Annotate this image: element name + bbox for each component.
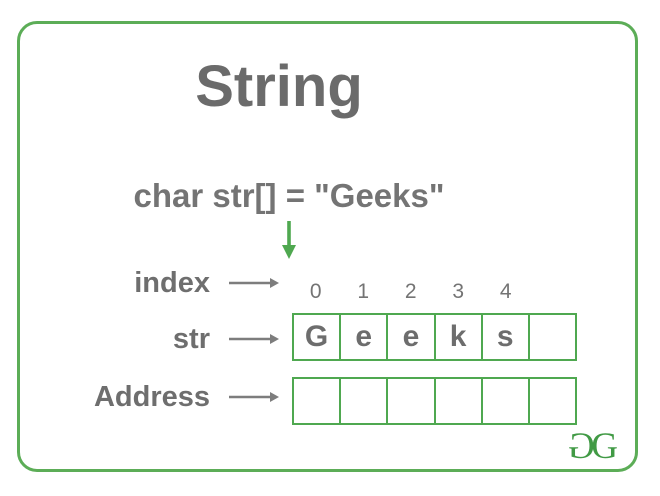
logo-left-g: G — [567, 426, 595, 467]
address-cell — [294, 379, 342, 423]
index-value: 2 — [404, 280, 417, 303]
address-cell — [530, 379, 575, 423]
index-value — [530, 280, 578, 304]
str-cell: k — [436, 315, 483, 359]
index-value: 0 — [309, 280, 322, 303]
str-cell: G — [294, 315, 342, 359]
address-cell — [436, 379, 483, 423]
index-value: 1 — [357, 280, 370, 303]
string-declaration-text: char str[] = "Geeks" — [133, 177, 445, 214]
str-cell: s — [483, 315, 530, 359]
address-cells-row — [292, 377, 577, 425]
index-value: 3 — [452, 280, 465, 303]
address-cell — [483, 379, 530, 423]
geeksforgeeks-logo: G G — [567, 426, 618, 467]
address-cell — [388, 379, 436, 423]
str-cell: e — [388, 315, 436, 359]
page-title: String — [195, 54, 363, 119]
str-cell — [530, 315, 575, 359]
address-cell — [341, 379, 389, 423]
right-arrow-icon — [229, 334, 279, 344]
str-cells-row: G e e k s — [292, 313, 577, 361]
str-cell: e — [341, 315, 389, 359]
address-row-label: Address — [93, 381, 210, 413]
str-row-label: str — [172, 323, 210, 355]
right-arrow-icon — [229, 278, 279, 288]
index-values-row: 0 1 2 3 4 — [292, 280, 577, 304]
index-row-label: index — [134, 267, 210, 299]
right-arrow-icon — [229, 392, 279, 402]
logo-right-g: G — [591, 426, 618, 467]
down-arrow-icon — [282, 221, 296, 259]
index-value: 4 — [499, 280, 512, 303]
